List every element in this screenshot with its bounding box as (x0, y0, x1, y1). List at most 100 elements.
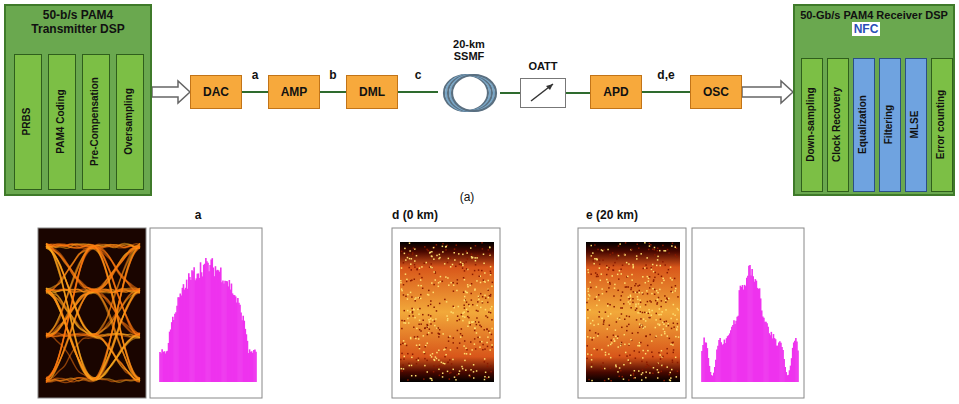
noise-dot (604, 368, 606, 370)
noise-dot (418, 313, 420, 315)
dsp-stage: PRBS (14, 54, 42, 190)
noise-dot (464, 353, 466, 355)
noise-dot (653, 271, 655, 273)
noise-dot (639, 326, 641, 328)
noise-dot (606, 274, 608, 276)
noise-dot (411, 258, 413, 260)
noise-dot (607, 281, 609, 283)
noise-dot (414, 278, 416, 280)
noise-dot (488, 297, 490, 299)
eye-trace (46, 248, 140, 378)
spectrum-frame (150, 228, 262, 398)
spectrum-bar (776, 346, 778, 382)
noise-dot (463, 345, 465, 347)
noise-dot (635, 292, 637, 294)
noise-dot (614, 340, 616, 342)
noise-dot (671, 287, 673, 289)
noise-dot (669, 379, 671, 381)
noise-dot (458, 253, 460, 255)
noise-dot (475, 260, 477, 262)
noise-dot (646, 257, 648, 259)
noise-dot (590, 273, 592, 275)
noise-dot (591, 366, 593, 368)
eye-trace (46, 289, 140, 293)
noise-dot (665, 250, 667, 252)
noise-dot (615, 364, 617, 366)
noise-dot (670, 277, 672, 279)
noise-dot (423, 378, 425, 380)
noise-dot (429, 321, 431, 323)
noise-dot (471, 253, 473, 255)
noise-dot (418, 338, 420, 340)
noise-dot (464, 340, 466, 342)
noise-dot (655, 300, 657, 302)
noise-dot (411, 357, 413, 359)
noise-dot (636, 319, 638, 321)
noise-dot (407, 379, 409, 381)
spectrum-bar (755, 279, 757, 382)
noise-dot (638, 292, 640, 294)
noise-dot (592, 260, 594, 262)
noise-dot (656, 265, 658, 267)
noise-dot (600, 280, 602, 282)
noise-dot (484, 295, 486, 297)
noise-dot (640, 342, 642, 344)
noise-dot (617, 274, 619, 276)
noise-dot (650, 366, 652, 368)
noise-field (586, 242, 680, 382)
noise-dot (490, 273, 492, 275)
noise-dot (411, 365, 413, 367)
spectrum-bar (787, 375, 789, 382)
noise-dot (586, 358, 588, 360)
fiber-loop (448, 75, 492, 111)
noise-dot (676, 329, 678, 331)
noise-dot (610, 380, 612, 382)
noise-dot (664, 295, 666, 297)
noise-dot (630, 295, 632, 297)
noise-dot (649, 245, 651, 247)
noise-dot (461, 264, 463, 266)
noise-dot (617, 338, 619, 340)
noise-dot (436, 255, 438, 256)
noise-dot (654, 293, 656, 295)
noise-dot (491, 334, 493, 336)
spectrum-bar (779, 341, 781, 382)
noise-dot (667, 323, 669, 325)
noise-dot (487, 363, 489, 365)
noise-dot (604, 380, 606, 382)
noise-dot (466, 353, 468, 355)
noise-dot (459, 342, 461, 344)
spectrum-bar (781, 347, 783, 382)
noise-dot (602, 259, 604, 261)
noise-dot (488, 249, 490, 251)
signal-line (398, 91, 438, 93)
noise-dot (459, 370, 461, 372)
noise-dot (614, 287, 616, 289)
noise-dot (645, 371, 647, 373)
noise-dot (617, 318, 619, 320)
noise-dot (591, 363, 593, 365)
noise-dot (599, 267, 601, 269)
noise-dot (409, 258, 411, 260)
noise-dot (593, 348, 595, 350)
noise-dot (428, 319, 430, 321)
noise-dot (436, 352, 438, 354)
noise-dot (413, 309, 415, 311)
noise-dot (460, 261, 462, 263)
noise-dot (658, 372, 660, 374)
noise-dot (436, 358, 438, 360)
noise-dot (455, 379, 457, 381)
noise-dot (661, 350, 663, 352)
noise-dot (460, 336, 462, 338)
noise-dot (470, 353, 472, 355)
noise-dot (439, 254, 441, 256)
noise-dot (662, 356, 664, 358)
noise-dot (595, 272, 597, 274)
noise-dot (630, 362, 632, 364)
noise-dot (462, 320, 464, 322)
spectrum-bar (200, 262, 202, 382)
noise-dot (677, 308, 679, 310)
noisy-eye-diagram (578, 228, 686, 398)
spectrum-bar (719, 338, 721, 382)
spectrum-bar (217, 270, 219, 382)
